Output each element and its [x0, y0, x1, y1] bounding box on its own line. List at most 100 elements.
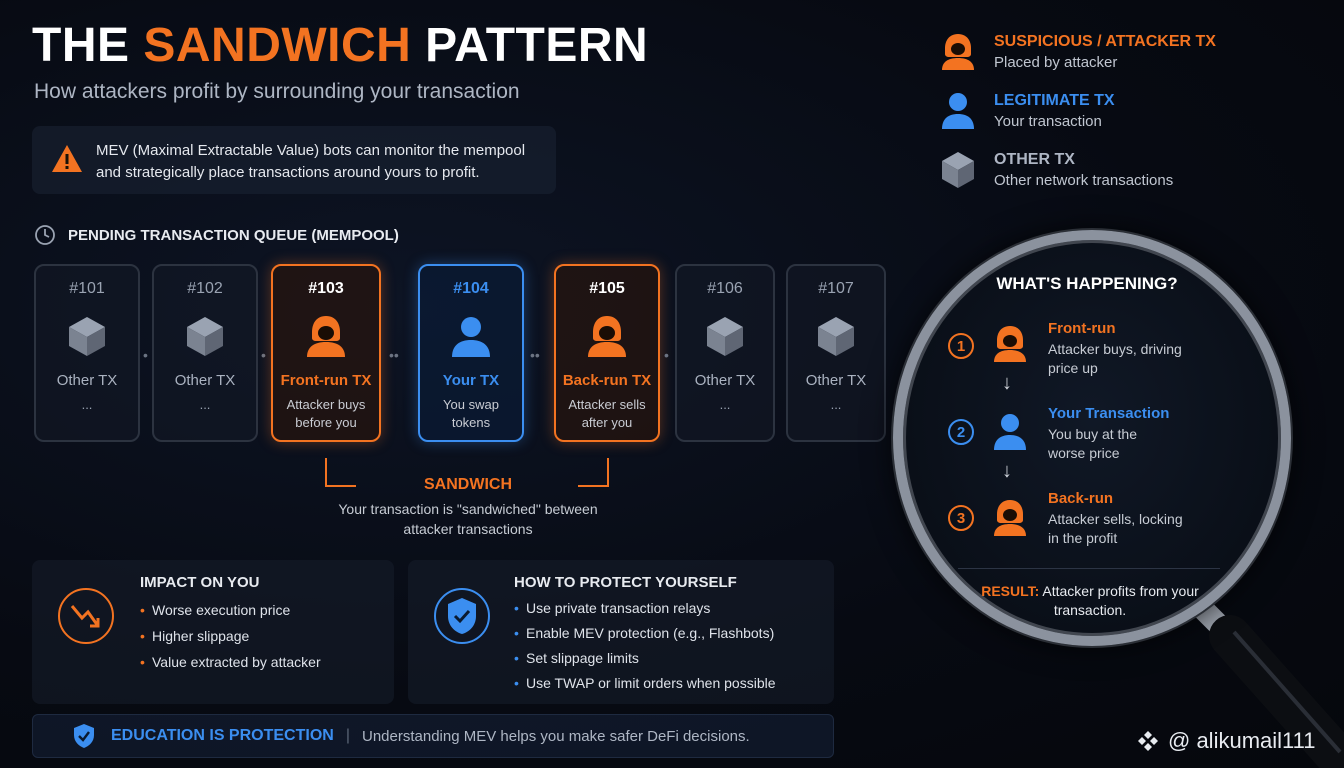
legend-legit-title: LEGITIMATE TX: [994, 92, 1115, 109]
legend-attacker-title: SUSPICIOUS / ATTACKER TX: [994, 33, 1216, 50]
cube-icon: [707, 317, 743, 356]
intro-text: MEV (Maximal Extractable Value) bots can…: [96, 142, 526, 181]
user-icon: [452, 317, 490, 357]
user-icon: [942, 93, 974, 129]
tx-desc: You swap tokens: [443, 397, 499, 430]
user-icon: [994, 414, 1026, 450]
tx-card-102: #102 Other TX ...: [152, 264, 258, 442]
tx-label: Your TX: [442, 372, 500, 389]
step-number-3: 3: [948, 505, 974, 531]
tx-card-104: #104 Your TX You swap tokens: [418, 264, 524, 442]
shield-check-icon: [74, 724, 94, 748]
hooded-figure-icon: [942, 34, 974, 70]
list-item: •Higher slippage: [140, 628, 250, 644]
step-number-1: 1: [948, 333, 974, 359]
tx-desc: Attacker buys before you: [286, 397, 366, 430]
intro-box: MEV (Maximal Extractable Value) bots can…: [32, 126, 556, 194]
step-2-desc-line2: worse price: [1048, 445, 1120, 461]
tx-desc: Attacker sells after you: [568, 397, 646, 430]
legend-legit-subtitle: Your transaction: [994, 113, 1102, 130]
tx-number: #105: [589, 280, 625, 297]
tx-number: #102: [187, 280, 223, 297]
impact-title: IMPACT ON YOU: [140, 574, 260, 591]
step-1-desc-line2: price up: [1048, 360, 1098, 376]
impact-panel: IMPACT ON YOU •Worse execution price •Hi…: [32, 560, 394, 704]
footer-banner: EDUCATION IS PROTECTION | Understanding …: [32, 714, 834, 758]
tx-desc: ...: [830, 397, 842, 412]
queue-connector-dots: •: [143, 347, 148, 363]
arrow-down-icon: ↓: [1002, 460, 1012, 482]
queue-connector-dots: ••: [389, 347, 399, 363]
tx-number: #103: [308, 280, 344, 297]
shield-check-icon: [434, 588, 490, 644]
hooded-figure-icon: [588, 316, 626, 357]
watermark: @ alikumail111: [1136, 728, 1315, 754]
step-2-desc-line1: You buy at the: [1048, 426, 1138, 442]
step-number-2: 2: [948, 419, 974, 445]
list-item: •Worse execution price: [140, 602, 291, 618]
binance-logo-icon: [1138, 731, 1158, 751]
list-item: •Set slippage limits: [514, 650, 639, 666]
legend-other-subtitle: Other network transactions: [994, 172, 1174, 189]
sandwich-label: SANDWICH: [424, 476, 512, 493]
tx-card-103: #103 Front-run TX Attacker buys before y…: [271, 264, 381, 442]
cube-icon: [818, 317, 854, 356]
lens-divider: [958, 568, 1220, 569]
protect-panel: HOW TO PROTECT YOURSELF •Use private tra…: [408, 560, 834, 704]
tx-label: Back-run TX: [562, 372, 652, 389]
sandwich-desc: Your transaction is "sandwiched" between…: [338, 501, 598, 537]
cube-icon: [942, 152, 974, 188]
queue-title: PENDING TRANSACTION QUEUE (MEMPOOL): [34, 224, 399, 246]
step-3-desc-line1: Attacker sells, locking: [1048, 511, 1183, 527]
step-2-title: Your Transaction: [1048, 405, 1170, 422]
footer-text: Understanding MEV helps you make safer D…: [361, 727, 750, 745]
cube-icon: [69, 317, 105, 356]
clock-icon: [35, 225, 55, 245]
step-1-title: Front-run: [1048, 320, 1116, 337]
magnifier-handle: [1193, 599, 1344, 768]
legend-attacker-subtitle: Placed by attacker: [994, 54, 1118, 71]
sandwich-bracket: [325, 458, 609, 487]
tx-card-107: #107 Other TX ...: [786, 264, 886, 442]
hooded-figure-icon: [307, 316, 345, 357]
cube-icon: [187, 317, 223, 356]
tx-desc: ...: [719, 397, 731, 412]
queue-connector-dots: •: [664, 347, 669, 363]
tx-label: Other TX: [56, 372, 118, 389]
tx-number: #104: [453, 280, 489, 297]
page-title: THE SANDWICH PATTERN: [32, 19, 649, 72]
footer-title: EDUCATION IS PROTECTION: [111, 727, 334, 744]
queue-title-text: PENDING TRANSACTION QUEUE (MEMPOOL): [68, 226, 399, 244]
legend-other-title: OTHER TX: [994, 151, 1075, 168]
step-3-desc-line2: in the profit: [1048, 530, 1118, 546]
tx-card-106: #106 Other TX ...: [675, 264, 775, 442]
list-item: •Use private transaction relays: [514, 600, 711, 616]
whats-happening-title: WHAT'S HAPPENING?: [996, 274, 1178, 293]
trending-down-icon: [58, 588, 114, 644]
list-item: •Use TWAP or limit orders when possible: [514, 675, 776, 691]
protect-title: HOW TO PROTECT YOURSELF: [514, 574, 737, 591]
tx-desc: ...: [199, 397, 211, 412]
tx-number: #107: [818, 280, 854, 297]
footer-separator: |: [345, 727, 350, 744]
queue-connector-dots: •: [261, 347, 266, 363]
tx-label: Other TX: [694, 372, 756, 389]
result-text: RESULT: Attacker profits from your trans…: [981, 583, 1199, 618]
legend-attacker: SUSPICIOUS / ATTACKER TX Placed by attac…: [940, 32, 1216, 74]
protect-list: •Use private transaction relays •Enable …: [514, 600, 776, 700]
tx-desc: ...: [81, 397, 93, 412]
legend-legit: LEGITIMATE TX Your transaction: [940, 91, 1115, 133]
hooded-figure-icon: [994, 326, 1026, 362]
tx-card-105: #105 Back-run TX Attacker sells after yo…: [554, 264, 660, 442]
tx-label: Other TX: [174, 372, 236, 389]
warning-icon: [52, 145, 82, 172]
step-1-desc-line1: Attacker buys, driving: [1048, 341, 1182, 357]
legend-other: OTHER TX Other network transactions: [940, 150, 1173, 192]
tx-number: #106: [707, 280, 743, 297]
step-3-title: Back-run: [1048, 490, 1114, 507]
tx-card-101: #101 Other TX ...: [34, 264, 140, 442]
tx-label: Other TX: [805, 372, 867, 389]
list-item: •Value extracted by attacker: [140, 654, 321, 670]
page-subtitle: How attackers profit by surrounding your…: [34, 80, 520, 103]
queue-connector-dots: ••: [530, 347, 540, 363]
